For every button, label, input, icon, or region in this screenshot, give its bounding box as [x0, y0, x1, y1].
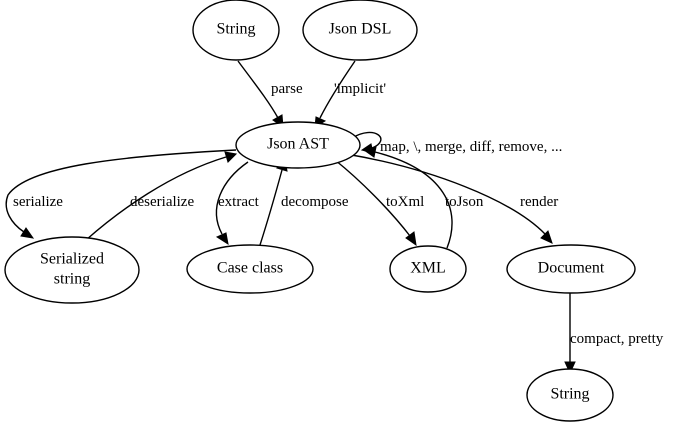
edge-label-implicit: 'implicit' [334, 81, 386, 97]
node-document: Document [506, 244, 636, 294]
edge-serialize: serialize [5, 149, 237, 239]
node-serialized-line2: string [54, 271, 90, 288]
node-json-ast-label: Json AST [267, 136, 329, 153]
edge-to-json: toJson [362, 146, 484, 249]
node-case-class: Case class [186, 244, 314, 294]
edge-implicit: 'implicit' [314, 60, 386, 128]
node-xml-label: XML [410, 260, 446, 277]
node-serialized-string: Serialized string [4, 236, 140, 304]
edge-label-render: render [520, 194, 558, 210]
edge-label-to-json: toJson [445, 194, 484, 210]
node-string-bottom: String [526, 368, 614, 422]
edge-deserialize: deserialize [85, 151, 238, 241]
node-json-dsl: Json DSL [302, 0, 418, 61]
edge-extract: extract [215, 161, 260, 246]
edge-label-parse: parse [271, 81, 303, 97]
edge-label-self-loop: map, \, merge, diff, remove, ... [380, 139, 562, 155]
node-string-top-label: String [216, 21, 255, 38]
node-case-class-label: Case class [217, 260, 283, 277]
edge-label-extract: extract [218, 194, 260, 210]
edge-self-loop: map, \, merge, diff, remove, ... [351, 131, 562, 155]
edge-label-compact-pretty: compact, pretty [570, 331, 664, 347]
edge-to-xml: toXml [334, 159, 424, 247]
node-document-label: Document [538, 260, 605, 277]
edge-parse: parse [237, 60, 303, 129]
edge-label-serialize: serialize [13, 194, 63, 210]
node-string-top: String [192, 0, 280, 61]
node-xml: XML [389, 245, 467, 293]
node-serialized-line1: Serialized [40, 251, 104, 268]
node-json-dsl-label: Json DSL [329, 21, 392, 38]
edge-label-decompose: decompose [281, 194, 349, 210]
node-json-ast: Json AST [235, 121, 361, 169]
edge-compact-pretty: compact, pretty [564, 290, 664, 375]
edge-render: render [345, 153, 558, 244]
node-string-bottom-label: String [550, 386, 589, 403]
edge-decompose: decompose [259, 158, 349, 246]
edge-label-to-xml: toXml [386, 194, 424, 210]
edge-label-deserialize: deserialize [130, 194, 194, 210]
